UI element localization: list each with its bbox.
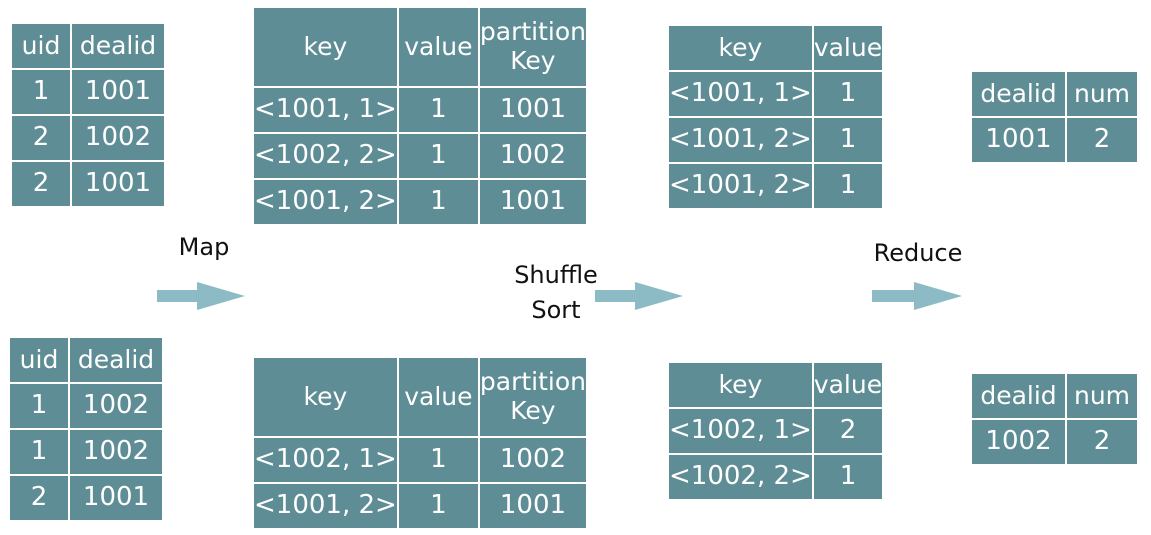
shuffle-table-1: key value <1001, 1> 1 <1001, 2> 1 <1001,…	[667, 24, 885, 210]
cell-dealid: 1001	[70, 68, 166, 116]
cell-partition-key: 1001	[477, 178, 589, 226]
header-uid: uid	[10, 22, 72, 70]
cell-key: <1002, 1>	[667, 407, 814, 455]
header-key: key	[252, 356, 399, 438]
cell-value: 2	[811, 407, 885, 455]
reduce-table-2: dealid num 1002 2	[970, 372, 1139, 466]
cell-uid: 1	[8, 428, 70, 476]
cell-uid: 1	[10, 68, 72, 116]
cell-partition-key: 1002	[477, 436, 589, 484]
cell-value: 1	[811, 162, 885, 210]
cell-partition-key: 1001	[477, 482, 589, 530]
cell-value: 1	[811, 453, 885, 501]
cell-dealid: 1001	[970, 116, 1067, 164]
cell-dealid: 1002	[970, 418, 1067, 466]
reduce-label: Reduce	[873, 239, 963, 267]
cell-key: <1001, 2>	[252, 482, 399, 530]
cell-key: <1002, 1>	[252, 436, 399, 484]
cell-num: 2	[1065, 116, 1139, 164]
reduce-table-1: dealid num 1001 2	[970, 70, 1139, 164]
header-uid: uid	[8, 336, 70, 384]
header-num: num	[1065, 372, 1139, 420]
cell-dealid: 1002	[70, 114, 166, 162]
cell-num: 2	[1065, 418, 1139, 466]
header-partition-key: partition Key	[477, 6, 589, 88]
cell-partition-key: 1002	[477, 132, 589, 180]
cell-key: <1001, 2>	[667, 162, 814, 210]
cell-value: 1	[396, 86, 480, 134]
map-table-1: key value partition Key <1001, 1> 1 1001…	[252, 6, 589, 226]
input-table-1: uid dealid 1 1001 2 1002 2 1001	[10, 22, 166, 208]
map-label: Map	[178, 233, 230, 261]
cell-value: 1	[811, 116, 885, 164]
header-num: num	[1065, 70, 1139, 118]
cell-dealid: 1001	[70, 160, 166, 208]
header-dealid: dealid	[970, 70, 1067, 118]
header-dealid: dealid	[68, 336, 164, 384]
header-dealid: dealid	[70, 22, 166, 70]
input-table-2: uid dealid 1 1002 1 1002 2 1001	[8, 336, 164, 522]
reduce-arrow-icon	[872, 282, 962, 310]
cell-partition-key: 1001	[477, 86, 589, 134]
header-value: value	[396, 356, 480, 438]
cell-key: <1002, 2>	[667, 453, 814, 501]
cell-key: <1001, 2>	[252, 178, 399, 226]
sort-label: Sort	[531, 296, 581, 324]
map-arrow-icon	[157, 282, 245, 310]
cell-key: <1001, 2>	[667, 116, 814, 164]
cell-key: <1001, 1>	[252, 86, 399, 134]
map-table-2: key value partition Key <1002, 1> 1 1002…	[252, 356, 589, 530]
cell-value: 1	[396, 132, 480, 180]
header-key: key	[667, 361, 814, 409]
header-partition-key: partition Key	[477, 356, 589, 438]
header-dealid: dealid	[970, 372, 1067, 420]
shuffle-label: Shuffle	[514, 261, 598, 289]
header-value: value	[396, 6, 480, 88]
cell-key: <1002, 2>	[252, 132, 399, 180]
cell-dealid: 1002	[68, 428, 164, 476]
cell-key: <1001, 1>	[667, 70, 814, 118]
cell-uid: 2	[10, 114, 72, 162]
cell-value: 1	[396, 436, 480, 484]
cell-value: 1	[811, 70, 885, 118]
header-value: value	[811, 361, 885, 409]
shuffle-table-2: key value <1002, 1> 2 <1002, 2> 1	[667, 361, 885, 501]
cell-value: 1	[396, 178, 480, 226]
cell-dealid: 1002	[68, 382, 164, 430]
header-value: value	[811, 24, 885, 72]
header-key: key	[667, 24, 814, 72]
cell-uid: 2	[10, 160, 72, 208]
cell-value: 1	[396, 482, 480, 530]
header-key: key	[252, 6, 399, 88]
cell-uid: 1	[8, 382, 70, 430]
shuffle-arrow-icon	[595, 282, 683, 310]
cell-dealid: 1001	[68, 474, 164, 522]
cell-uid: 2	[8, 474, 70, 522]
